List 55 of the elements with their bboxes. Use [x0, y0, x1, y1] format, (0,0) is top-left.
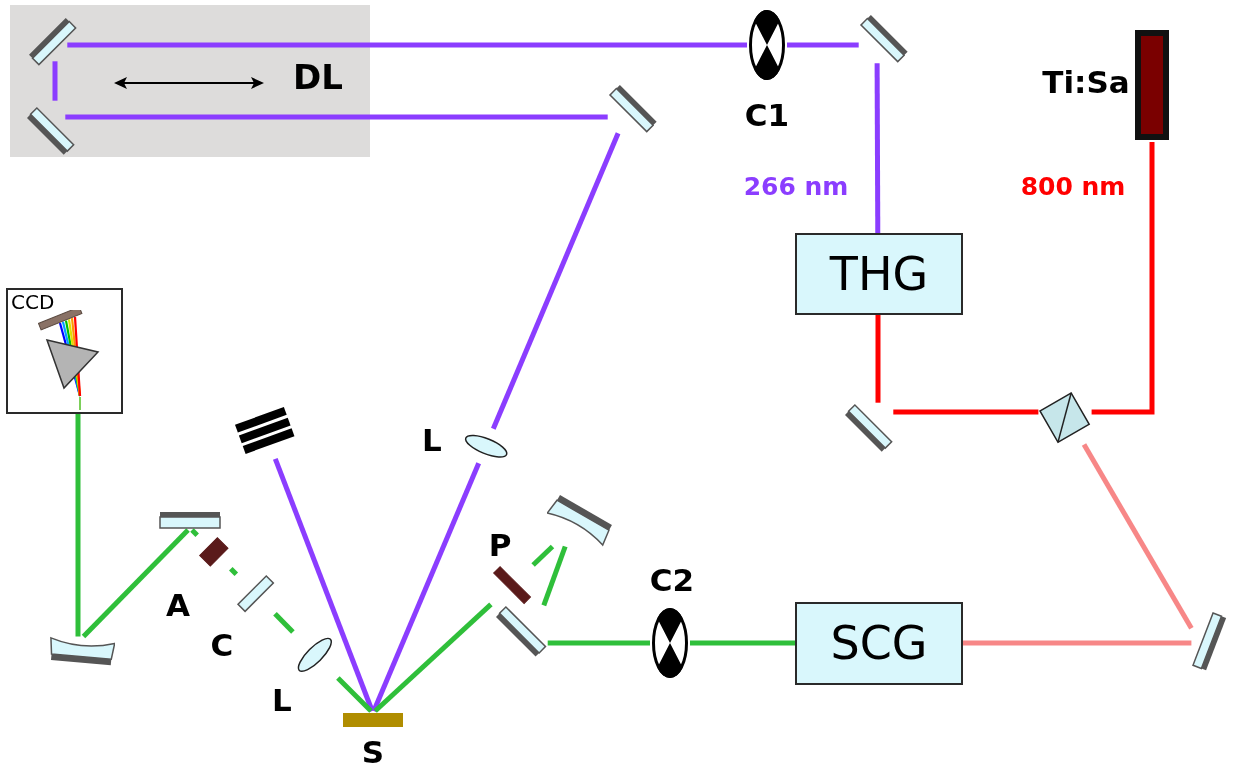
laser-beam [787, 42, 859, 48]
laser-beam [190, 528, 199, 537]
panel-label: DL [293, 59, 343, 97]
curved-mirror [546, 493, 614, 547]
mirror [26, 15, 78, 67]
component-label: S [361, 736, 385, 768]
laser-beam [229, 567, 239, 577]
mirror [842, 402, 894, 454]
laser-beam [1081, 443, 1194, 630]
mirror [158, 510, 222, 530]
laser-beam [67, 42, 747, 48]
component-label: C [210, 629, 234, 661]
process-box [795, 602, 963, 685]
laser [1133, 28, 1171, 142]
box-label: SCG [830, 618, 928, 669]
laser-beam [491, 132, 621, 430]
laser-beam [874, 63, 881, 233]
laser-beam [273, 611, 295, 634]
laser-beam [893, 409, 1039, 415]
component-label: Ti:Sa [1042, 66, 1130, 98]
component-label: L [272, 684, 292, 716]
component-label: C1 [744, 99, 790, 131]
mirror [24, 105, 76, 157]
component-label: C2 [649, 564, 695, 596]
laser-beam [690, 640, 795, 646]
laser-beam [1091, 142, 1155, 415]
laser-beam [52, 61, 58, 101]
component-label: P [488, 529, 512, 561]
laser-beam [371, 462, 481, 712]
laser-beam [963, 640, 1192, 646]
spectrometer-box [6, 288, 123, 414]
laser-beam [81, 528, 190, 639]
chopper [650, 606, 690, 680]
laser-beam [875, 315, 881, 403]
laser-beam [373, 602, 493, 713]
delay-line-stage [10, 5, 370, 157]
process-box [795, 233, 963, 315]
laser-beam [65, 114, 608, 120]
laser-beam [541, 545, 568, 607]
component-label: L [422, 424, 442, 456]
laser-beam [336, 676, 373, 713]
laser-beam [272, 458, 375, 712]
mirror [494, 605, 548, 659]
panel-label: CCD [11, 291, 55, 313]
laser-beam [75, 414, 81, 637]
component-label: A [166, 589, 190, 621]
chopper [747, 8, 787, 82]
mirror [858, 12, 910, 64]
box-label: THG [829, 248, 929, 300]
laser-beam [547, 640, 650, 646]
sample-plate [341, 711, 405, 729]
mirror [607, 82, 659, 134]
curved-mirror [49, 636, 115, 668]
mirror [1191, 611, 1229, 673]
laser-beam [531, 544, 555, 567]
